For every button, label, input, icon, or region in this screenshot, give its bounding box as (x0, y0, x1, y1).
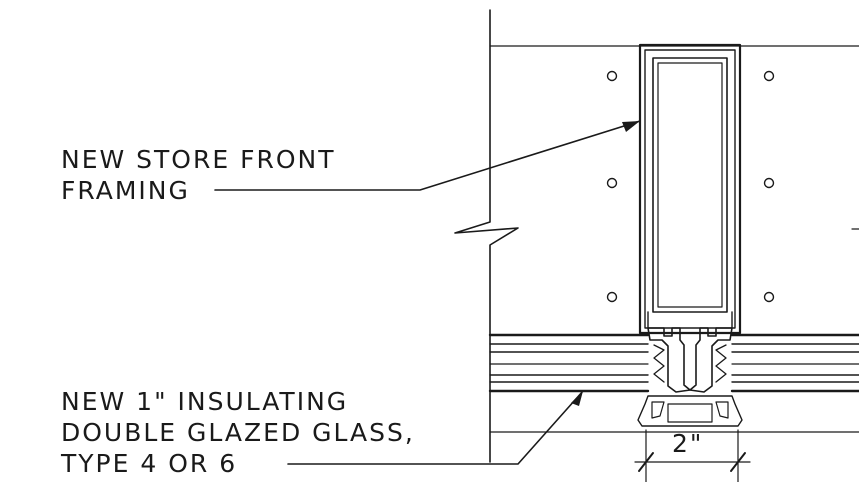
dimension-label: 2" (672, 429, 703, 458)
anchor-hole (606, 70, 618, 82)
note-glass-line2: DOUBLE GLAZED GLASS, (61, 418, 415, 447)
note-framing-line1: NEW STORE FRONT (61, 145, 336, 174)
anchor-hole (606, 291, 618, 303)
glass-leader-arrow (571, 391, 583, 406)
dimension-tick (638, 452, 654, 472)
anchor-hole (606, 177, 618, 189)
note-glass-line1: NEW 1" INSULATING (61, 387, 348, 416)
leader-lines (214, 120, 641, 465)
anchor-hole (763, 70, 775, 82)
anchor-hole (763, 177, 775, 189)
note-glass: NEW 1" INSULATING DOUBLE GLAZED GLASS, T… (60, 387, 415, 478)
note-framing-line2: FRAMING (61, 176, 190, 205)
framing-leader-arrow (622, 121, 640, 132)
dimension-mullion-width: 2" (634, 429, 751, 482)
wall-outline (454, 9, 859, 463)
mullion-profile (637, 327, 743, 427)
storefront-mullion (638, 43, 742, 335)
framing-leader (214, 120, 641, 191)
glass-leader (287, 390, 584, 465)
dimension-tick (730, 452, 746, 472)
anchor-hole (763, 291, 775, 303)
note-glass-line3: TYPE 4 OR 6 (60, 449, 237, 478)
note-framing: NEW STORE FRONT FRAMING (61, 145, 336, 205)
glazing-layers (488, 333, 859, 393)
anchor-holes (606, 70, 775, 303)
